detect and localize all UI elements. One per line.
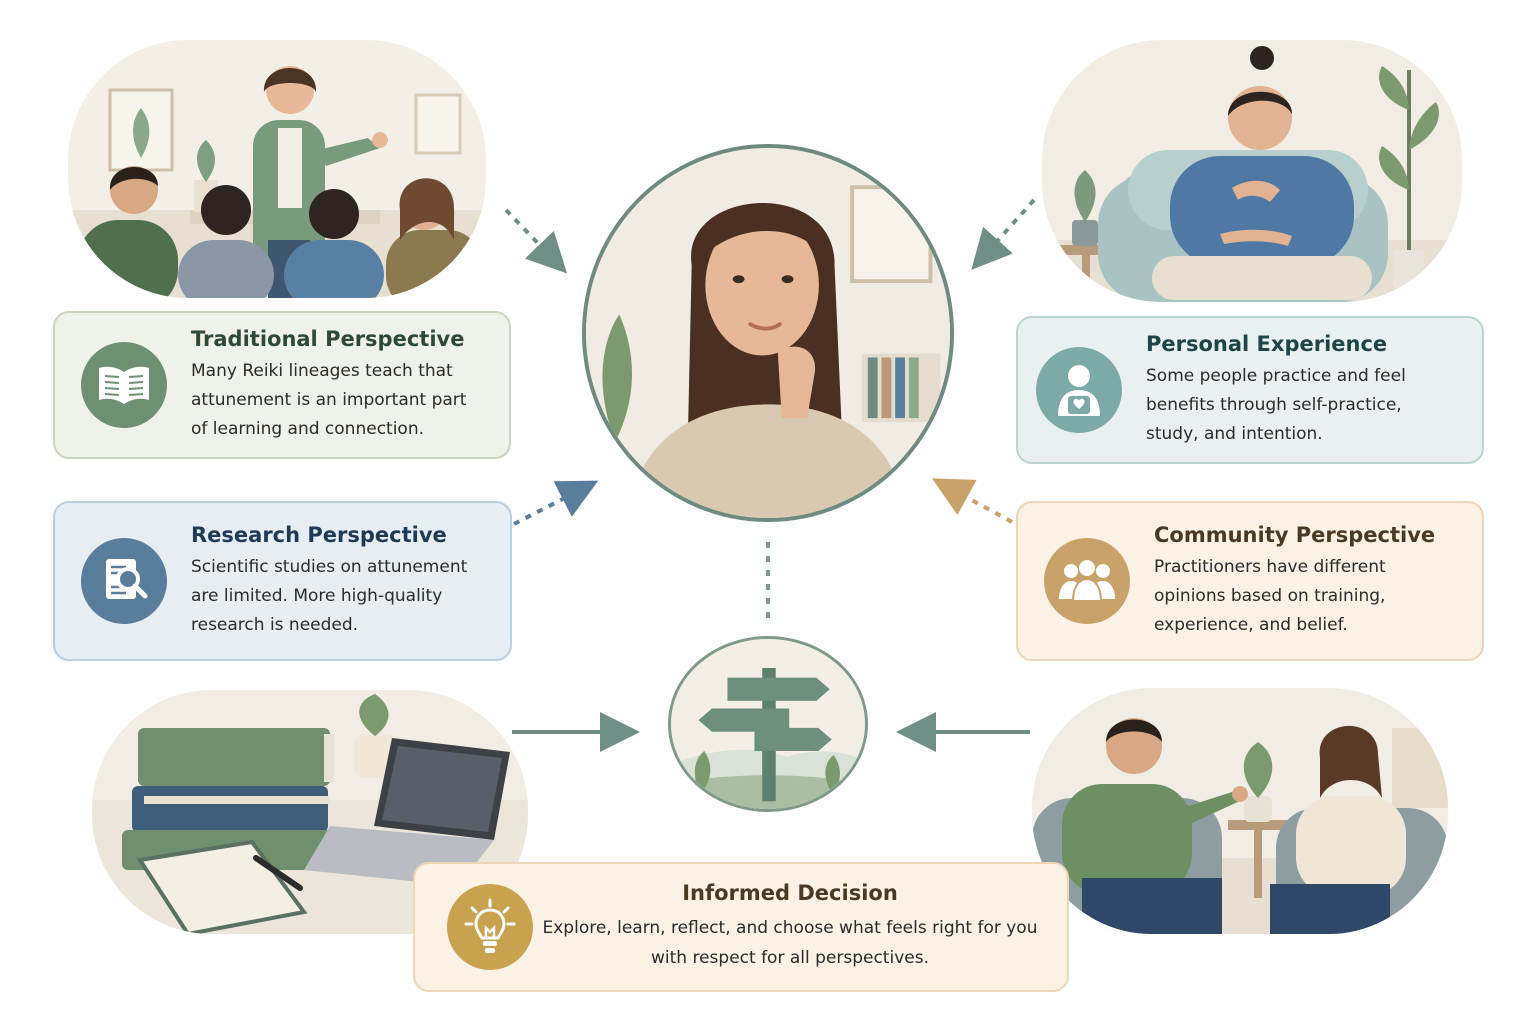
decision-line: with respect for all perspectives. <box>651 948 929 968</box>
lightbulb-icon <box>447 884 533 970</box>
personal-experience-card: Personal Experience Some people practice… <box>1016 316 1484 464</box>
meditation-scene <box>1042 40 1462 302</box>
card-line: benefits through self-practice, <box>1146 394 1402 415</box>
card-line: experience, and belief. <box>1154 614 1348 635</box>
document-magnifier-icon <box>81 538 167 624</box>
card-title: Research Perspective <box>191 522 447 547</box>
arrow-community <box>931 478 1013 524</box>
traditional-perspective-card: Traditional Perspective Many Reiki linea… <box>53 311 511 459</box>
card-line: are limited. More high-quality <box>191 585 443 606</box>
card-text: Many Reiki lineages teach that attunemen… <box>191 357 466 444</box>
decision-title: Informed Decision <box>682 881 898 905</box>
conversation-scene <box>1032 688 1448 934</box>
card-line: opinions based on training, <box>1154 585 1386 606</box>
arrow-traditional <box>504 208 568 274</box>
research-perspective-card: Research Perspective Scientific studies … <box>53 501 512 661</box>
card-line: Practitioners have different <box>1154 556 1386 577</box>
card-line: Some people practice and feel <box>1146 365 1406 386</box>
arrow-personal <box>971 198 1036 270</box>
decision-text: Explore, learn, reflect, and choose what… <box>533 913 1047 973</box>
card-title: Traditional Perspective <box>191 326 465 351</box>
classroom-scene <box>68 40 486 298</box>
informed-decision-card: Informed Decision Explore, learn, reflec… <box>413 862 1069 992</box>
thinking-woman-portrait <box>582 144 954 522</box>
card-line: of learning and connection. <box>191 418 425 439</box>
signpost-crossroads <box>668 636 868 812</box>
decision-line: Explore, learn, reflect, and choose what… <box>542 918 1038 938</box>
card-line: Many Reiki lineages teach that <box>191 360 453 381</box>
card-text: Scientific studies on attunement are lim… <box>191 553 467 640</box>
card-text: Practitioners have different opinions ba… <box>1154 553 1435 640</box>
card-line: research is needed. <box>191 614 359 635</box>
group-icon <box>1044 538 1130 624</box>
card-line: attunement is an important part <box>191 389 467 410</box>
card-title: Community Perspective <box>1154 522 1436 547</box>
card-line: Scientific studies on attunement <box>191 556 468 577</box>
arrow-research <box>513 480 599 526</box>
community-perspective-card: Community Perspective Practitioners have… <box>1016 501 1484 661</box>
card-line: study, and intention. <box>1146 423 1323 444</box>
person-heart-icon <box>1036 347 1122 433</box>
card-text: Some people practice and feel benefits t… <box>1146 362 1406 449</box>
card-title: Personal Experience <box>1146 331 1388 356</box>
open-book-icon <box>81 342 167 428</box>
